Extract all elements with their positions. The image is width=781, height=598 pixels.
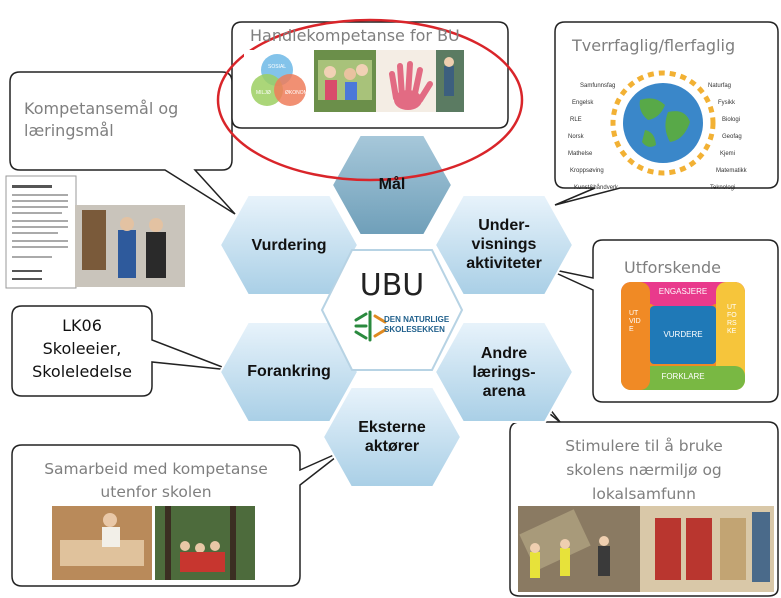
subject-item: Fysikk: [718, 100, 735, 106]
callout-utforskende-text: Utforskende: [624, 258, 721, 277]
callout-kompetanse-text: Kompetansemål og læringsmål: [24, 99, 179, 140]
hex-maal: [330, 134, 454, 236]
center-title: UBU: [359, 268, 425, 303]
subjects-right: Naturfag Fysikk Biologi Geofag Kjemi Mat…: [708, 78, 778, 197]
photo-forest-group: [155, 506, 255, 580]
logo-text-line1: DEN NATURLIGE: [384, 315, 450, 324]
subject-item: Norsk: [568, 134, 584, 140]
callout-samarbeid-text: Samarbeid med kompetanse utenfor skolen: [44, 460, 268, 501]
subject-item: Biologi: [722, 117, 741, 123]
subject-item: Geofag: [722, 134, 742, 140]
logo-text-line2: SKOLESEKKEN: [384, 325, 445, 334]
puzzle-label-center: VURDERE: [663, 330, 703, 339]
subject-item: Teknologi: [710, 185, 736, 191]
subject-item: Mathelse: [568, 151, 593, 157]
puzzle-label-top: ENGASJERE: [658, 287, 708, 296]
subject-item: RLE: [570, 117, 582, 123]
callout-lk06-bubble: [11, 305, 231, 397]
subject-item: Kunst&håndverk: [574, 185, 619, 191]
venn-label-miljo: MILJØ: [256, 90, 271, 96]
photo-exhibition: [640, 506, 774, 592]
puzzle-label-right: UTFORSKE: [727, 304, 737, 335]
callout-handle-text: Handlekompetanse for BU: [250, 26, 460, 45]
subjects-left: Samfunnsfag Engelsk RLE Norsk Mathelse K…: [566, 78, 636, 197]
photo-two-men: [75, 205, 185, 287]
puzzle-label-left: UTVIDE: [629, 310, 641, 333]
hex-vurdering-label: Vurdering: [251, 237, 327, 254]
callout-kompetanse-bubble: [9, 71, 236, 215]
highlight-ellipse: [216, 18, 524, 182]
document-image: [5, 175, 77, 289]
hex-forankring: [218, 321, 360, 423]
hex-undervisning-label: Under- visnings aktiviteter: [466, 217, 542, 272]
subject-item: Naturfag: [708, 83, 732, 89]
hex-andre-label: Andre lærings- arena: [472, 345, 536, 400]
callout-stimulere-text: Stimulere til å bruke skolens nærmiljø o…: [565, 437, 723, 503]
hex-undervisning: [433, 194, 575, 296]
subject-item: Matematikk: [716, 168, 747, 174]
hex-eksterne-label: Eksterne aktører: [358, 419, 426, 455]
subject-item: Samfunnsfag: [580, 83, 616, 89]
venn-label-sosial: SOSIAL: [268, 64, 287, 70]
callout-lk06-text: LK06 Skoleeier, Skoleledelse: [32, 316, 132, 381]
hex-andre: [433, 321, 575, 423]
hex-eksterne: [321, 386, 463, 488]
photo-massage: [52, 506, 152, 580]
venn-label-okonomi: ØKONOMI: [285, 90, 310, 96]
subject-item: Kroppsøving: [570, 168, 604, 174]
puzzle-label-bottom: FORKLARE: [661, 372, 705, 381]
hex-forankring-label: Forankring: [247, 363, 331, 380]
globe-illustration: [610, 70, 716, 176]
hex-maal-label: Mål: [378, 176, 406, 193]
puzzle-illustration: [621, 282, 745, 390]
callout-tverr-text: Tverrfaglig/flerfaglig: [572, 36, 736, 55]
subject-item: Kjemi: [720, 151, 736, 157]
hex-center: [320, 249, 464, 371]
subject-item: Engelsk: [572, 100, 594, 106]
venn-diagram: [244, 50, 310, 116]
hex-vurdering: [218, 194, 360, 296]
ubu-logo-icon: [354, 310, 387, 342]
photo-kids-outdoor: [518, 506, 640, 592]
